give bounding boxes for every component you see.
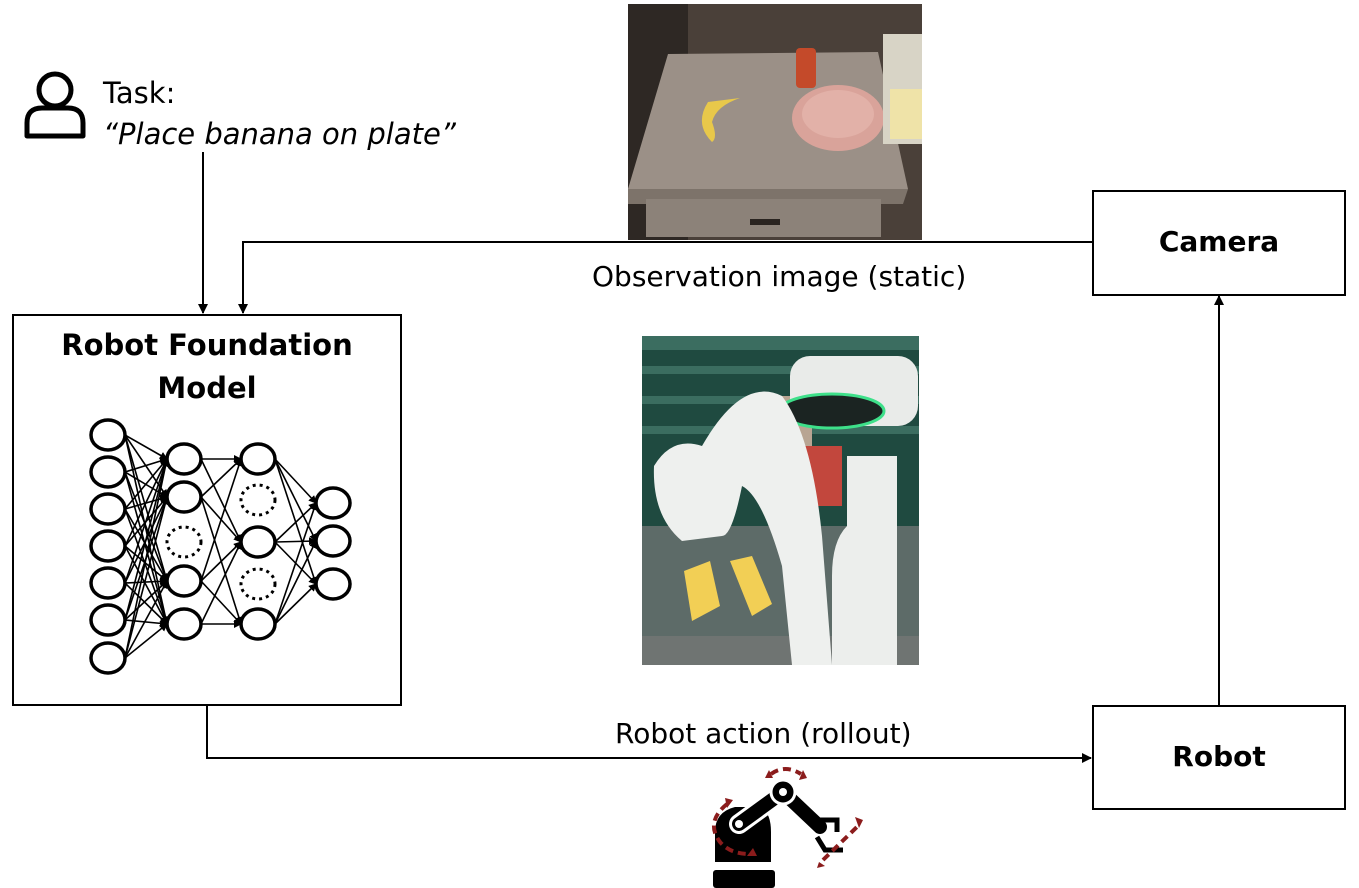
nn-connection <box>124 434 169 582</box>
observation-image <box>628 4 922 240</box>
nn-connection <box>274 540 317 625</box>
nn-node <box>89 566 127 600</box>
action-label: Robot action (rollout) <box>615 717 912 750</box>
model-title-line1: Robot Foundation <box>61 328 353 362</box>
nn-connection <box>124 458 169 584</box>
nn-connection <box>124 471 169 625</box>
nn-node <box>239 442 277 476</box>
nn-connection <box>274 458 317 542</box>
nn-node <box>314 524 352 558</box>
nn-connection <box>124 458 170 659</box>
nn-node <box>239 607 277 641</box>
nn-connection <box>124 582 168 625</box>
nn-node <box>314 567 352 601</box>
task-instruction: “Place banana on plate” <box>103 117 456 151</box>
user-icon <box>22 68 88 140</box>
nn-dropout-node <box>165 525 203 559</box>
nn-connection <box>124 619 168 628</box>
nn-node <box>89 529 127 563</box>
nn-node <box>165 564 203 598</box>
nn-connection <box>200 458 242 543</box>
nn-connection <box>200 458 243 582</box>
nn-node <box>89 455 127 489</box>
observation-label: Observation image (static) <box>592 260 967 293</box>
nn-connection <box>124 580 168 621</box>
nn-connection <box>124 508 168 582</box>
nn-connection <box>124 623 168 659</box>
nn-connection <box>124 580 168 659</box>
nn-connection <box>124 471 169 582</box>
nn-connection <box>124 508 169 625</box>
nn-connection <box>124 458 168 547</box>
nn-node <box>165 607 203 641</box>
nn-connection <box>124 496 170 659</box>
nn-connection <box>124 545 168 582</box>
nn-node <box>239 525 277 559</box>
nn-dropout-node <box>239 567 277 601</box>
observation-arrow <box>238 241 1093 314</box>
nn-connection <box>274 537 317 546</box>
nn-connection <box>124 458 170 621</box>
nn-connection <box>200 580 242 625</box>
nn-connection <box>124 434 168 460</box>
nn-connection <box>200 541 242 582</box>
model-title-line2: Model <box>157 371 257 405</box>
nn-node <box>314 486 352 520</box>
nn-connection <box>200 541 242 625</box>
nn-connection <box>274 502 318 625</box>
robot-foundation-model-box[interactable]: Robot Foundation Model <box>12 314 402 706</box>
nn-node <box>89 641 127 675</box>
nn-connection <box>274 502 317 543</box>
camera-label: Camera <box>1158 225 1280 258</box>
nn-node <box>165 480 203 514</box>
robot-photo <box>642 336 919 665</box>
nn-connection <box>200 458 242 498</box>
nn-dropout-node <box>239 483 277 517</box>
nn-connection <box>274 458 317 504</box>
task-label: Task: <box>103 76 176 110</box>
action-arrow <box>206 705 1092 763</box>
neural-network-icon <box>89 418 352 675</box>
robot-label: Robot <box>1172 740 1266 773</box>
nn-connection <box>124 458 168 510</box>
nn-node <box>89 418 127 452</box>
robot-box[interactable]: Robot <box>1092 705 1346 810</box>
nn-node <box>89 603 127 637</box>
nn-connection <box>124 577 168 586</box>
robot-arm-icon <box>705 762 870 888</box>
nn-connection <box>124 545 168 625</box>
nn-connection <box>274 583 317 625</box>
camera-box[interactable]: Camera <box>1092 190 1346 296</box>
nn-node <box>165 442 203 476</box>
nn-node <box>89 492 127 526</box>
